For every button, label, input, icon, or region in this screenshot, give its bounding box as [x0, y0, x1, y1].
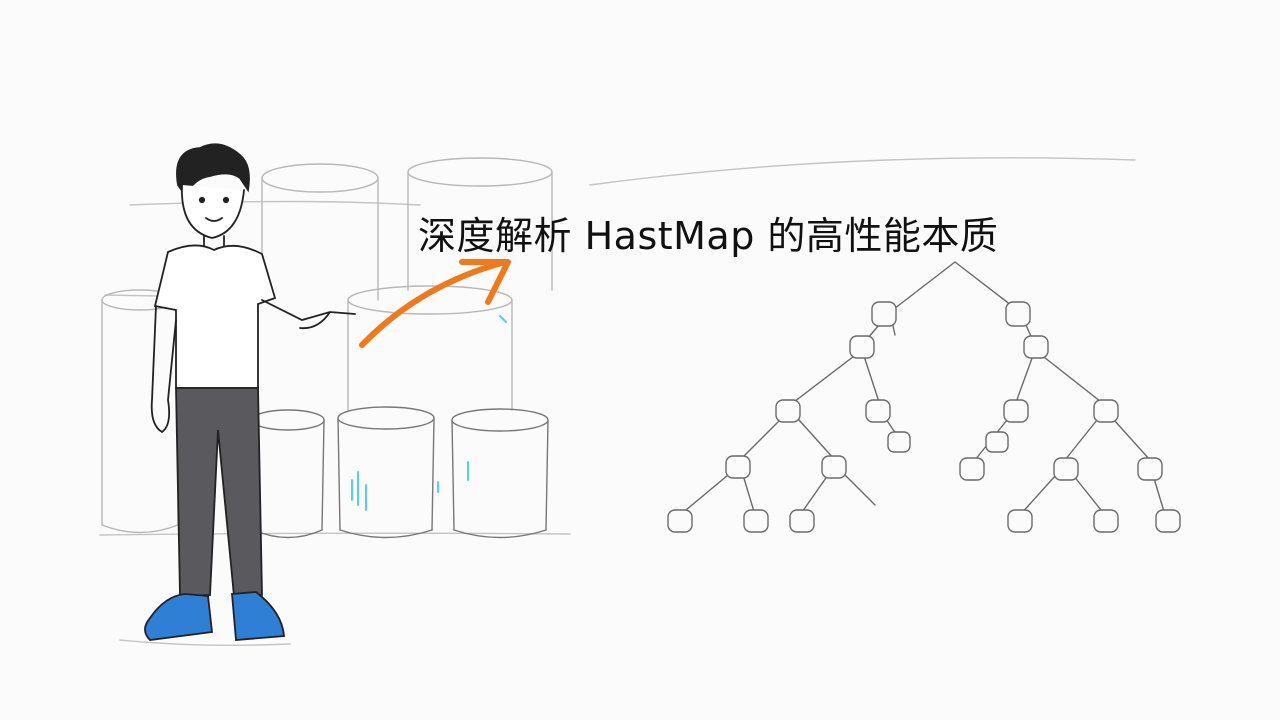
sparkle-accents [351, 315, 507, 511]
binary-tree-icon [667, 261, 1181, 533]
pointing-arrow-icon [359, 259, 511, 348]
left-shoe [144, 593, 213, 641]
page-title: 深度解析 HastMap 的高性能本质 [418, 214, 999, 258]
sketch-guidelines [99, 157, 1136, 647]
pants [175, 387, 263, 597]
hair [176, 143, 250, 197]
right-shoe [231, 591, 285, 641]
shirt [153, 244, 277, 389]
cylinder-bucket-icon [251, 406, 549, 539]
face [181, 184, 245, 239]
presenter-character [144, 143, 356, 641]
